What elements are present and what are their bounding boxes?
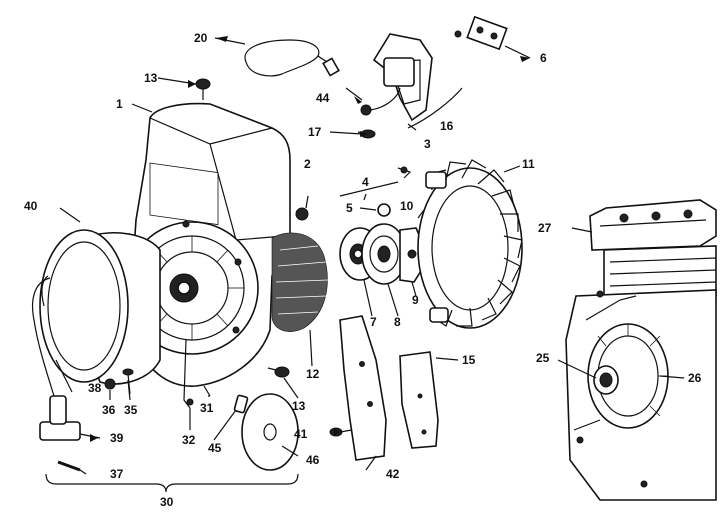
group-30-bracket: [45, 473, 299, 493]
callout-41: 41: [294, 427, 308, 441]
callout-8: 8: [394, 315, 401, 329]
part-rewind-starter: [39, 229, 161, 385]
callout-4: 4: [362, 175, 369, 189]
leader-lines: [55, 77, 685, 475]
callout-11: 11: [522, 157, 535, 171]
part-rope-31: [203, 385, 211, 397]
callout-35: 35: [124, 403, 138, 417]
callout-2: 2: [304, 157, 311, 171]
part-stop-switch-wire: [339, 181, 399, 197]
callout-44: 44: [316, 91, 330, 105]
callout-12: 12: [306, 367, 320, 381]
callout-45: 45: [208, 441, 222, 455]
part-baffle: [339, 315, 387, 461]
callout-40: 40: [24, 199, 38, 213]
callout-30: 30: [160, 495, 174, 509]
part-spring: [183, 339, 194, 409]
callout-13-top: 13: [144, 71, 158, 85]
part-washer-5: [359, 203, 391, 217]
part-flywheel: [417, 159, 523, 329]
callout-15: 15: [462, 353, 476, 367]
part-pin: [57, 460, 81, 472]
callout-27: 27: [538, 221, 552, 235]
callout-16: 16: [440, 119, 454, 133]
callout-7: 7: [370, 315, 377, 329]
part-clip-3: [397, 166, 412, 179]
part-screw-bottom: [267, 366, 290, 378]
callout-labels: 1 2 3 4 5 6 7 8 9 10 11 12 13 13 15 16 1…: [24, 31, 702, 509]
part-air-guide: [399, 351, 459, 449]
callout-39: 39: [110, 431, 124, 445]
part-ground-wire: [214, 37, 340, 77]
callout-17: 17: [308, 125, 322, 139]
callout-25: 25: [536, 351, 550, 365]
callout-13-bottom: 13: [292, 399, 306, 413]
callout-20: 20: [194, 31, 208, 45]
callout-6: 6: [540, 51, 547, 65]
callout-31: 31: [200, 401, 214, 415]
callout-5: 5: [346, 201, 353, 215]
part-terminal: [454, 15, 531, 59]
callout-38: 38: [88, 381, 102, 395]
part-crankshaft-seal: [593, 365, 619, 395]
callout-3: 3: [424, 137, 431, 151]
callout-46: 46: [306, 453, 320, 467]
arrowheads: [90, 36, 530, 442]
part-ignition-armature: [360, 33, 463, 129]
callout-26: 26: [688, 371, 702, 385]
callout-10: 10: [400, 199, 414, 213]
part-screw-top: [195, 78, 211, 100]
part-screw-2: [295, 195, 309, 221]
callout-42: 42: [386, 467, 400, 481]
part-washer-36: [104, 378, 116, 390]
part-crankshaft: [587, 323, 669, 429]
part-handle: [39, 395, 101, 441]
callout-36: 36: [102, 403, 116, 417]
part-screw-41: [329, 427, 353, 437]
callout-32: 32: [182, 433, 196, 447]
part-key: [233, 394, 249, 414]
part-washer-46: [241, 393, 299, 471]
part-pulley: [361, 223, 407, 285]
callout-1: 1: [116, 97, 123, 111]
callout-9: 9: [412, 293, 419, 307]
callout-37: 37: [110, 467, 124, 481]
part-starter-rope: [31, 277, 55, 397]
part-rotating-screen: [271, 232, 329, 332]
